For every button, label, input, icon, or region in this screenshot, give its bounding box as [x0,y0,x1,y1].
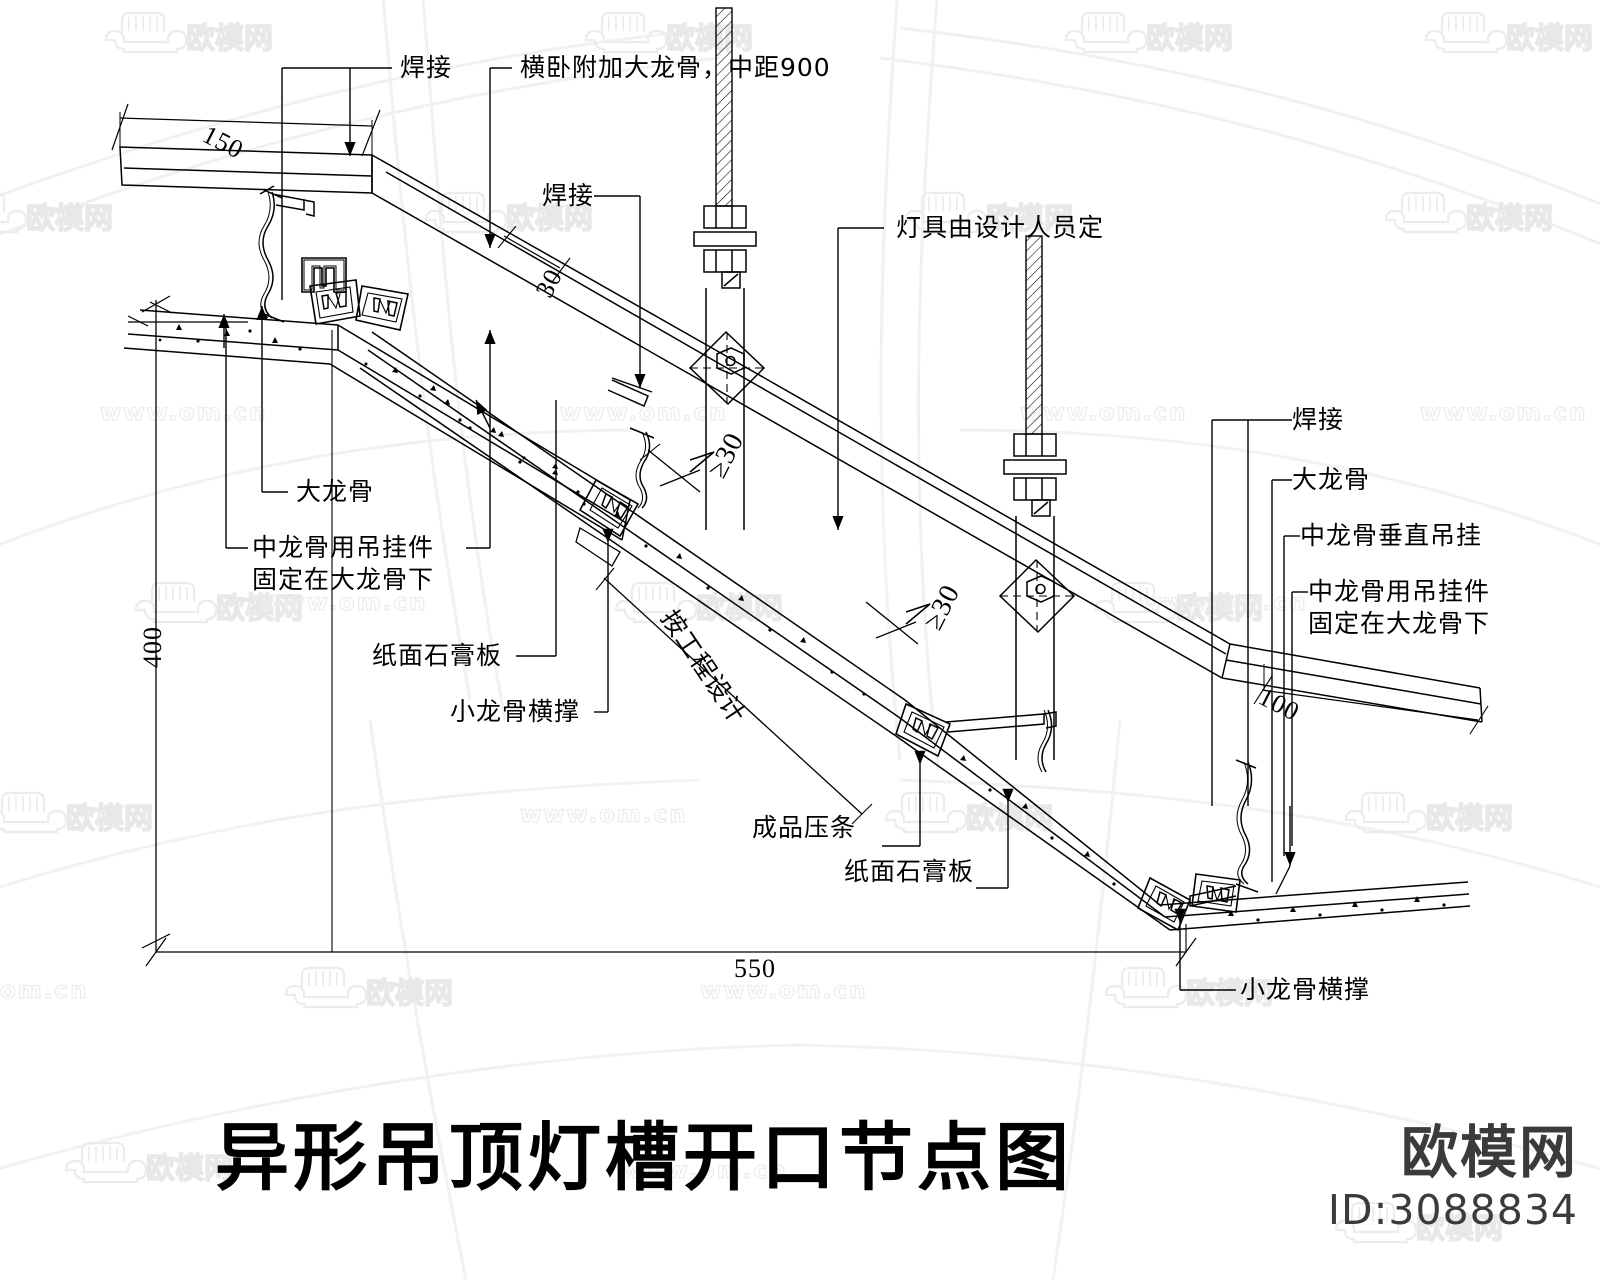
brand-id: ID:3088834 [1327,1186,1578,1234]
label-main-runner-right: 大龙骨 [1292,465,1371,494]
dim-text-min30-upper: ≥30 [701,427,751,483]
brand-name: 欧模网 [1401,1120,1578,1186]
label-mid-runner-hanger-left: 中龙骨用吊挂件 固定在大龙骨下 [252,533,435,594]
label-weld-top-left: 焊接 [400,53,453,82]
label-gypsum-board-bottom: 纸面石膏板 [844,857,975,886]
label-main-runner-left: 大龙骨 [296,477,375,506]
dim-text-30: 30 [529,263,569,303]
label-furring-brace-right: 小龙骨横撑 [1240,975,1371,1004]
label-main-runner-note: 横卧附加大龙骨，中距900 [520,53,831,82]
dim-text-min30-lower: ≥30 [917,579,967,635]
dim-text-400: 400 [138,626,167,668]
label-mid-runner-vertical-hang: 中龙骨垂直吊挂 [1300,521,1483,550]
brand-block: 欧模网 ID:3088834 [1327,1120,1578,1235]
label-per-engineering-design: 按工程设计 [655,604,752,729]
label-fixture-note: 灯具由设计人员定 [896,213,1105,242]
drawing-title: 异形吊顶灯槽开口节点图 [215,1115,1073,1201]
label-trim-strip: 成品压条 [752,813,857,842]
dim-text-550: 550 [734,954,776,983]
dim-text-150: 150 [197,119,249,165]
label-weld-right: 焊接 [1292,405,1345,434]
label-mid-runner-hanger-right: 中龙骨用吊挂件 固定在大龙骨下 [1308,577,1491,638]
label-furring-brace-left: 小龙骨横撑 [450,697,581,726]
dim-text-100: 100 [1253,681,1305,727]
label-gypsum-board-left: 纸面石膏板 [372,641,503,670]
label-weld-mid: 焊接 [542,181,595,210]
